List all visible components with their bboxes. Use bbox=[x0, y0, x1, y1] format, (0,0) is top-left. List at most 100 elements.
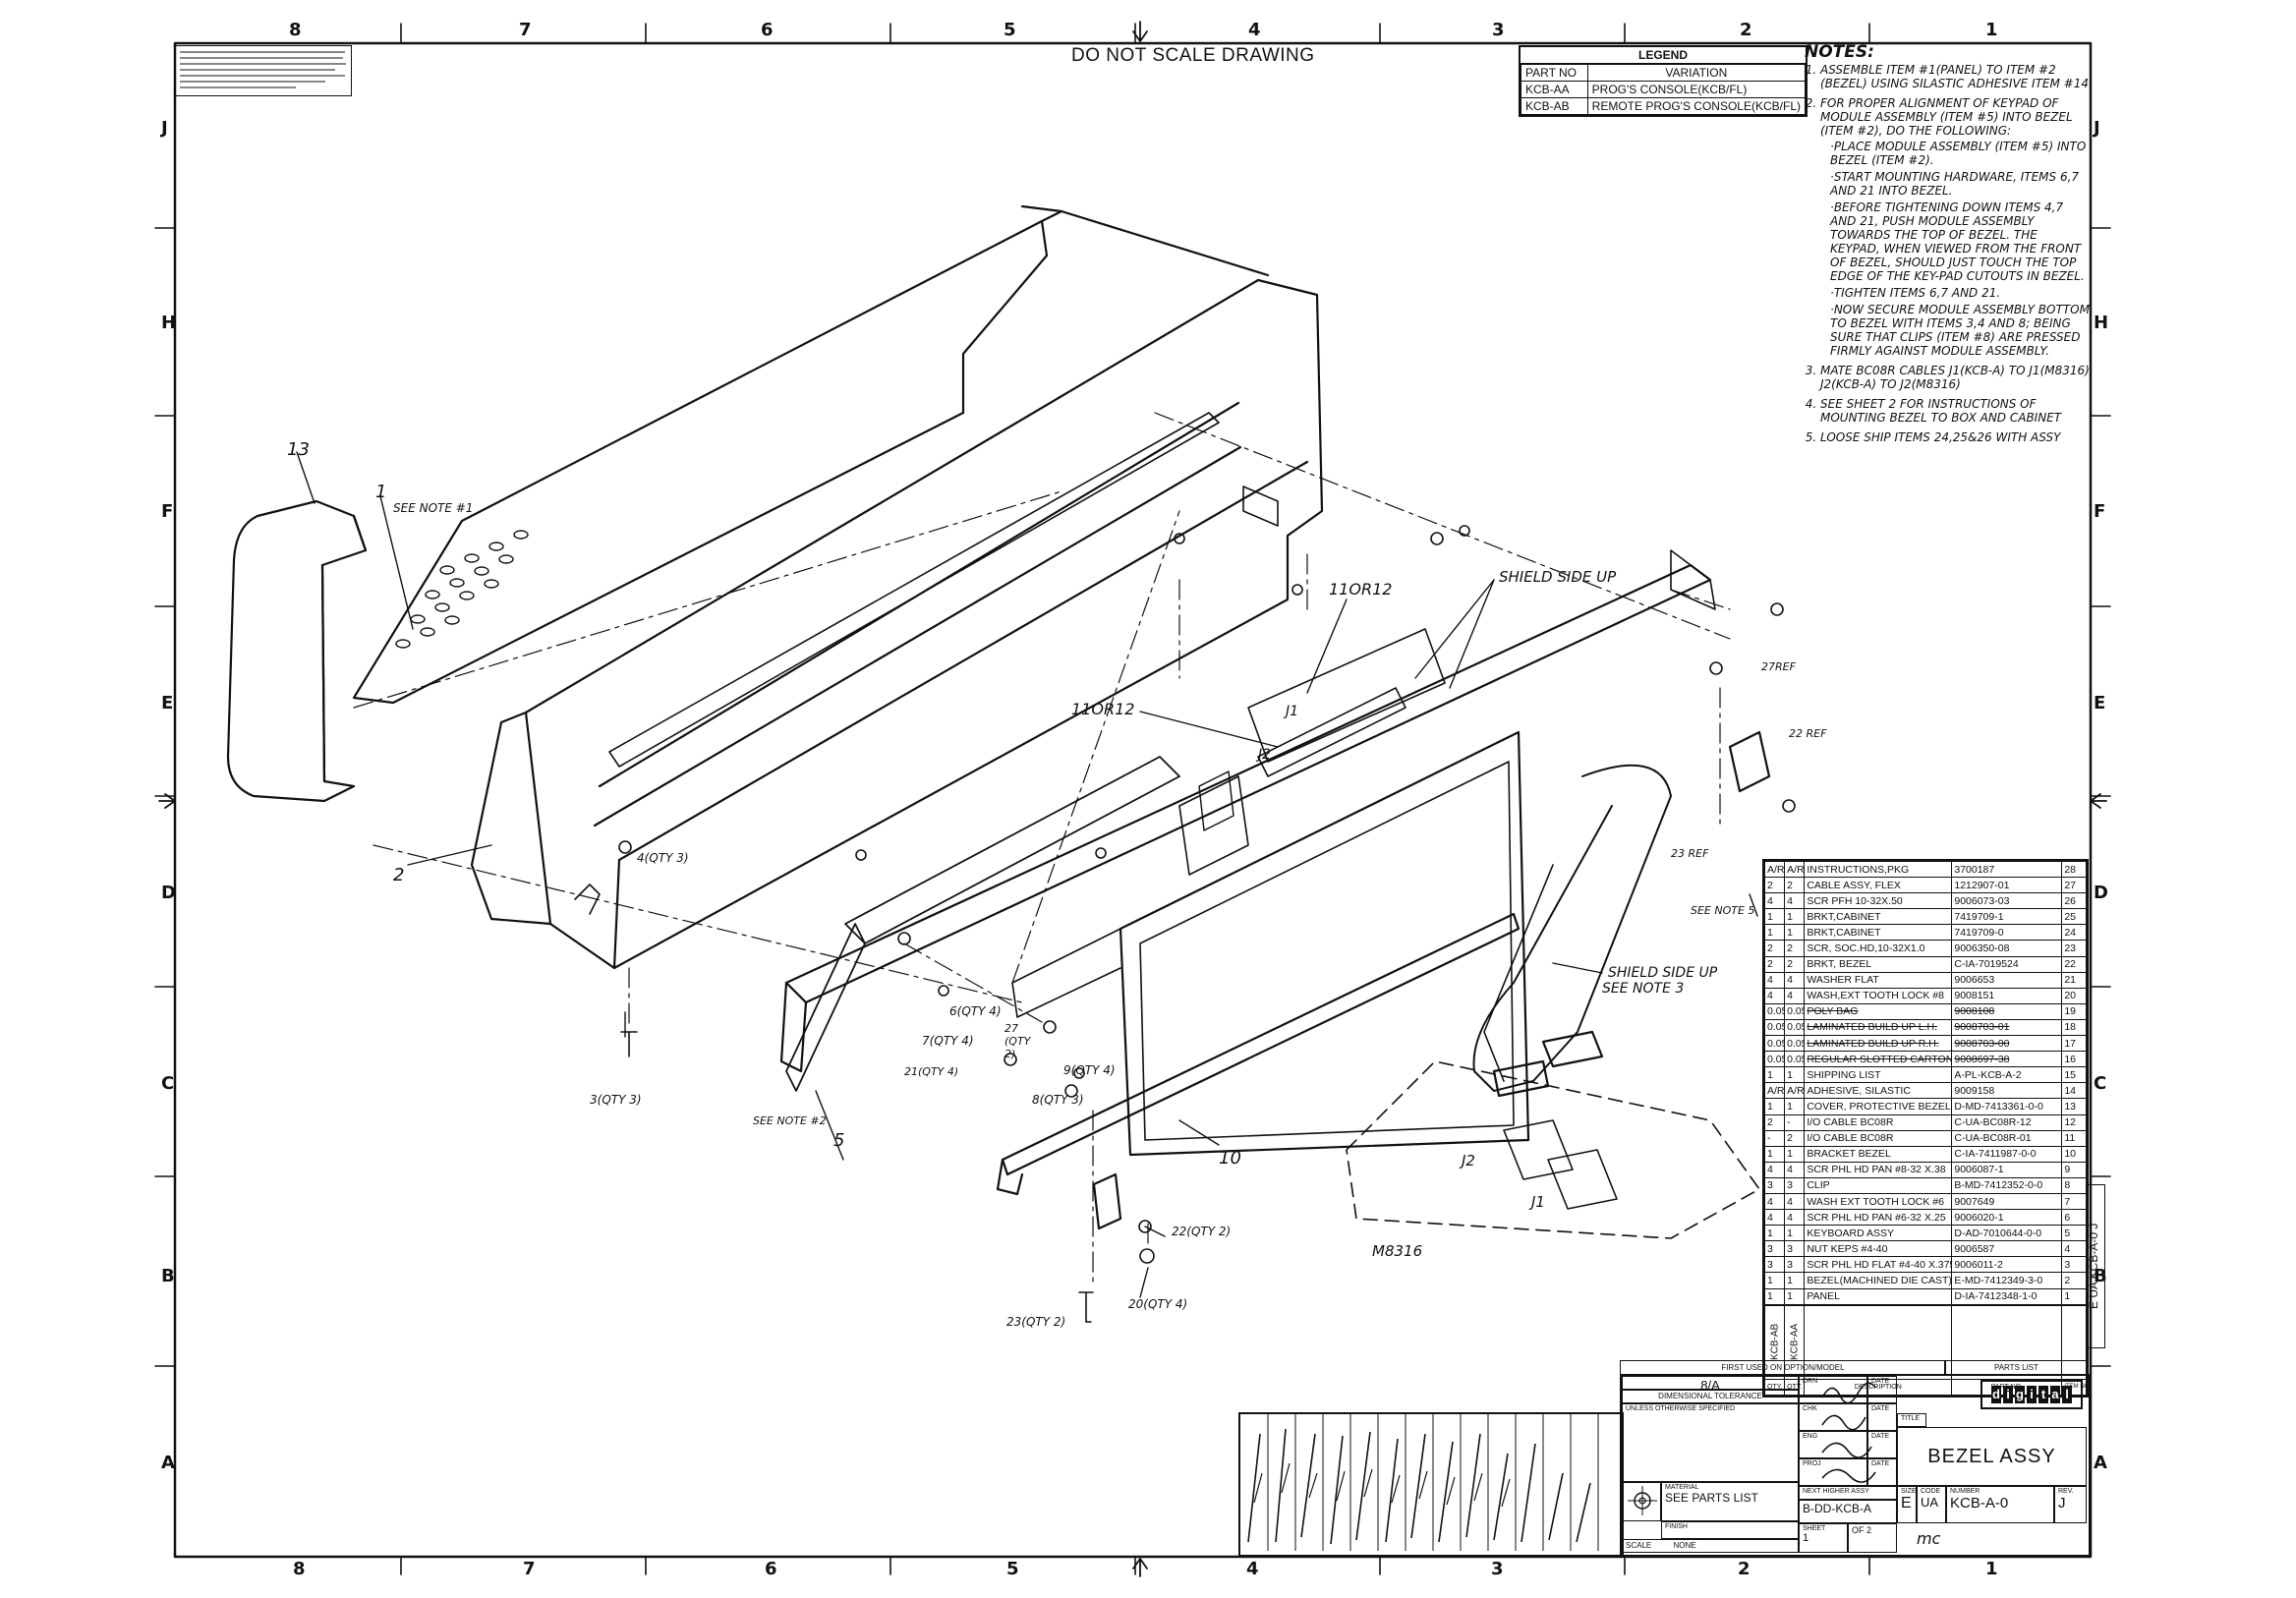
description-cell: PANEL bbox=[1804, 1287, 1953, 1305]
zone-col-1-top: 1 bbox=[1985, 20, 1998, 40]
code-label: CODE bbox=[1921, 1488, 1941, 1495]
item-number-cell: 6 bbox=[2061, 1209, 2087, 1227]
part-number-cell-text: 9008703-01 bbox=[1954, 1021, 2010, 1034]
callout-see-note-5: SEE NOTE 5 bbox=[1691, 904, 1755, 917]
part-number-cell: C-UA-BC08R-12 bbox=[1951, 1113, 2063, 1131]
notes-title: NOTES: bbox=[1805, 42, 1874, 62]
description-cell-text: BRKT,CABINET bbox=[1807, 926, 1881, 939]
qty-kcb-aa-cell-text: 1 bbox=[1787, 1068, 1793, 1081]
part-number-cell-text: C-UA-BC08R-01 bbox=[1954, 1132, 2032, 1145]
logo-letter: a bbox=[2050, 1386, 2060, 1403]
qty-kcb-ab-cell: 2 bbox=[1763, 1113, 1786, 1131]
callout-item-27: 27 (QTY 2) bbox=[1004, 1022, 1031, 1060]
qty-kcb-aa-cell-text: 4 bbox=[1787, 1164, 1793, 1176]
item-number-cell-text: 11 bbox=[2064, 1132, 2076, 1145]
qty-kcb-aa-cell: A/R bbox=[1784, 1082, 1806, 1100]
notes-list: ASSEMBLE ITEM #1(PANEL) TO ITEM #2 (BEZE… bbox=[1805, 63, 2090, 444]
description-cell: WASH EXT TOOTH LOCK #6 bbox=[1804, 1192, 1953, 1211]
material-label: MATERIAL bbox=[1665, 1484, 1699, 1491]
part-number-cell-text: B-MD-7412352-0-0 bbox=[1954, 1179, 2043, 1192]
scale-cell: SCALE NONE bbox=[1622, 1539, 1799, 1553]
item-number-cell: 17 bbox=[2061, 1035, 2087, 1053]
qty-kcb-aa-cell: 1 bbox=[1784, 1272, 1806, 1289]
item-number-cell: 25 bbox=[2061, 908, 2087, 926]
callout-see-note-3: SEE NOTE 3 bbox=[1602, 981, 1685, 997]
callout-shield-side-up-lower: SHIELD SIDE UP bbox=[1608, 965, 1718, 981]
callout-item-21: 21(QTY 4) bbox=[904, 1065, 959, 1078]
zone-row-h-right: H bbox=[2094, 313, 2109, 333]
qty-kcb-aa-cell-text: 2 bbox=[1787, 1132, 1793, 1145]
next-higher-value: B-DD-KCB-A bbox=[1799, 1500, 1897, 1523]
legend-variation-cell: REMOTE PROG'S CONSOLE(KCB/FL) bbox=[1586, 97, 1807, 115]
first-used-value: 8/A bbox=[1622, 1376, 1799, 1390]
item-number-cell: 23 bbox=[2061, 940, 2087, 957]
parts-list-row: 0.050.05LAMINATED BUILD UP L.H.9008703-0… bbox=[1763, 1018, 2087, 1037]
scale-value: NONE bbox=[1673, 1541, 1696, 1550]
date-label: DATE bbox=[1871, 1378, 1890, 1385]
qty-kcb-aa-cell: 1 bbox=[1784, 908, 1806, 926]
qty-kcb-aa-cell: 3 bbox=[1784, 1240, 1806, 1258]
part-number-cell: 9006587 bbox=[1951, 1240, 2063, 1258]
part-number-cell: C-UA-BC08R-01 bbox=[1951, 1129, 2063, 1147]
qty-kcb-ab-cell-text: 4 bbox=[1767, 1164, 1773, 1176]
zone-col-1-bottom: 1 bbox=[1985, 1559, 1998, 1579]
zone-col-5-bottom: 5 bbox=[1006, 1559, 1019, 1579]
description-cell: BRKT, BEZEL bbox=[1804, 955, 1953, 973]
item-number-cell-text: 1 bbox=[2064, 1290, 2071, 1303]
qty-kcb-aa-cell-text: 0.05 bbox=[1787, 1053, 1804, 1065]
item-number-cell: 11 bbox=[2061, 1129, 2087, 1147]
part-number-cell: 9006087-1 bbox=[1951, 1161, 2063, 1178]
revision-history-strip bbox=[1238, 1412, 1624, 1557]
qty-kcb-aa-cell-text: 2 bbox=[1787, 958, 1793, 971]
qty-kcb-ab-cell: 4 bbox=[1763, 971, 1786, 989]
item-number-cell-text: 14 bbox=[2064, 1084, 2077, 1097]
qty-kcb-aa-cell-text: 4 bbox=[1787, 990, 1793, 1002]
callout-item-11-or-12-lower: 11OR12 bbox=[1071, 700, 1135, 718]
item-number-cell: 18 bbox=[2061, 1018, 2087, 1037]
part-number-cell: 9009158 bbox=[1951, 1082, 2063, 1100]
part-number-cell-text: 9006011-2 bbox=[1954, 1258, 2003, 1271]
description-cell: COVER, PROTECTIVE BEZEL bbox=[1804, 1098, 1953, 1115]
item-number-cell-text: 3 bbox=[2064, 1258, 2071, 1271]
item-number-cell-text: 13 bbox=[2064, 1100, 2077, 1113]
projection-symbol-icon bbox=[1628, 1486, 1657, 1515]
part-number-cell: 3700187 bbox=[1951, 860, 2063, 879]
logo-letter: i bbox=[2027, 1386, 2037, 1403]
legend-table: LEGEND PART NO VARIATION KCB-AA PROG'S C… bbox=[1519, 45, 1808, 117]
note-2-steps: PLACE MODULE ASSEMBLY (ITEM #5) INTO BEZ… bbox=[1820, 140, 2090, 358]
qty-kcb-aa-cell-text: 4 bbox=[1787, 974, 1793, 987]
logo-letter: l bbox=[2062, 1386, 2072, 1403]
legend-title: LEGEND bbox=[1521, 47, 1806, 64]
zone-col-5-top: 5 bbox=[1004, 20, 1016, 40]
description-cell: INSTRUCTIONS,PKG bbox=[1804, 860, 1953, 879]
drawing-title: BEZEL ASSY bbox=[1897, 1427, 2087, 1486]
description-cell-text: COVER, PROTECTIVE BEZEL bbox=[1807, 1100, 1951, 1113]
qty-kcb-aa-cell-text: 0.05 bbox=[1787, 1005, 1804, 1018]
qty-kcb-ab-cell-text: A/R bbox=[1767, 863, 1785, 876]
description-cell-text: CABLE ASSY, FLEX bbox=[1807, 879, 1901, 891]
project-cell: PROJ bbox=[1799, 1458, 1867, 1486]
description-cell-text: SCR, SOC.HD,10-32X1.0 bbox=[1807, 942, 1925, 955]
item-number-cell: 13 bbox=[2061, 1098, 2087, 1115]
eng-label: ENG bbox=[1803, 1433, 1818, 1440]
side-drawing-number-tab: E UA KCB-A-0 J bbox=[2086, 1184, 2105, 1348]
size-value: E bbox=[1901, 1495, 1912, 1512]
description-cell-text: POLY BAG bbox=[1807, 1005, 1859, 1018]
qty-kcb-aa-cell-text: A/R bbox=[1787, 1084, 1805, 1097]
part-number-cell-text: A-PL-KCB-A-2 bbox=[1954, 1068, 2022, 1081]
item-number-cell-text: 15 bbox=[2064, 1068, 2077, 1081]
qty-kcb-ab-cell: 0.05 bbox=[1763, 1035, 1786, 1053]
qty-kcb-aa-cell-text: A/R bbox=[1787, 863, 1805, 876]
qty-kcb-ab-cell: 4 bbox=[1763, 1192, 1786, 1211]
part-number-cell-text: 3700187 bbox=[1954, 863, 1995, 876]
part-number-cell: A-PL-KCB-A-2 bbox=[1951, 1066, 2063, 1084]
part-number-cell-text: C-UA-BC08R-12 bbox=[1954, 1116, 2032, 1129]
note-2-step: NOW SECURE MODULE ASSEMBLY BOTTOM TO BEZ… bbox=[1830, 303, 2090, 358]
note-2-intro: FOR PROPER ALIGNMENT OF KEYPAD OF MODULE… bbox=[1820, 96, 2073, 138]
